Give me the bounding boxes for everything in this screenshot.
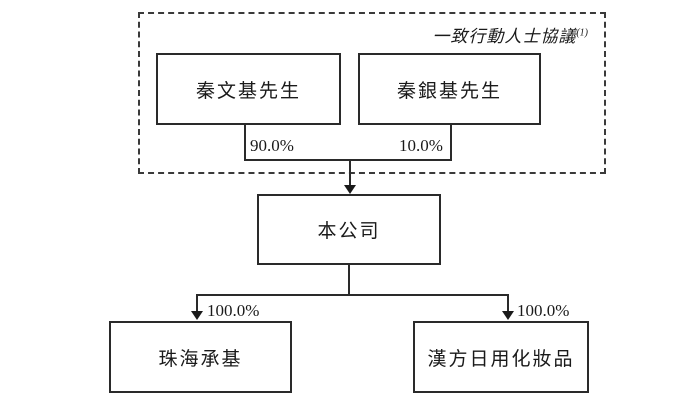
connector-subsidiary-right-down <box>507 294 509 313</box>
ownership-label-shareholder-right: 10.0% <box>399 136 443 155</box>
connector-below-company <box>348 265 350 296</box>
agreement-footnote-superscript: (1) <box>576 27 588 39</box>
arrow-down-icon <box>344 185 356 194</box>
connector-shareholder-left-down <box>244 125 246 161</box>
node-company: 本公司 <box>257 194 441 265</box>
agreement-label-text: 一致行動人士協議 <box>432 27 577 46</box>
ownership-label-subsidiary-right: 100.0% <box>517 301 570 320</box>
node-subsidiary-left: 珠海承基 <box>109 321 292 393</box>
connector-subsidiary-left-down <box>196 294 198 313</box>
connector-shareholder-right-down <box>450 125 452 161</box>
ownership-label-shareholder-left: 90.0% <box>250 136 294 155</box>
ownership-label-subsidiary-left: 100.0% <box>207 301 260 320</box>
node-subsidiary-right: 漢方日用化妝品 <box>413 321 589 393</box>
node-shareholder-right: 秦銀基先生 <box>358 53 541 125</box>
arrow-down-icon <box>502 311 514 320</box>
concert-parties-group-box <box>138 12 606 174</box>
connector-join-horizontal <box>244 159 452 161</box>
agreement-label: 一致行動人士協議(1) <box>410 22 588 47</box>
connector-bottom-horizontal <box>196 294 509 296</box>
arrow-down-icon <box>191 311 203 320</box>
connector-to-company <box>349 159 351 187</box>
node-shareholder-left: 秦文基先生 <box>156 53 341 125</box>
